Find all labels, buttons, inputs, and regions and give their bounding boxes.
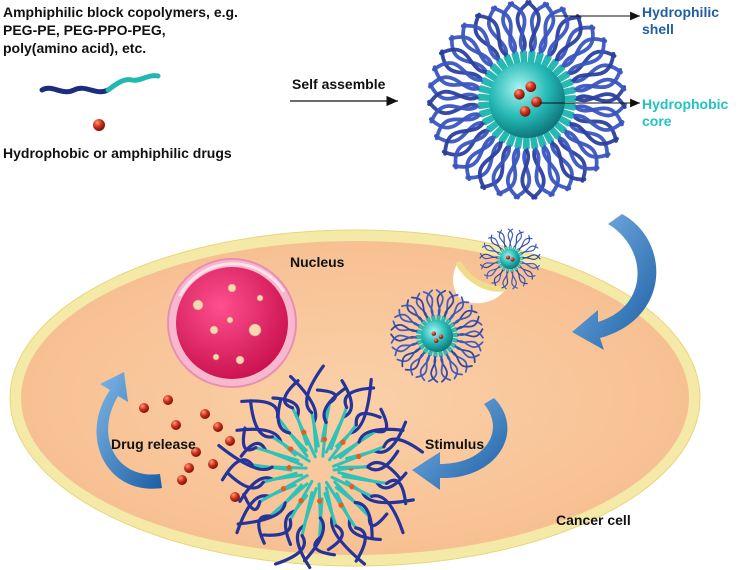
copolymer-label: Amphiphilic block copolymers, e.g. PEG-P… [3,3,238,57]
drugs-label: Hydrophobic or amphiphilic drugs [3,145,232,161]
release-arrow [96,372,162,489]
self-assemble-label: Self assemble [292,76,386,92]
nucleus-icon [167,258,297,388]
stimulus-arrow [412,398,508,490]
nucleus-label: Nucleus [290,254,345,270]
copolymer-label-line: poly(amino acid), etc. [3,40,147,56]
micelle-in-cell [390,289,484,383]
cycle-arrow-icon [572,214,657,350]
dissociating-micelle [217,364,425,570]
stimulus-label: Stimulus [425,436,485,452]
drug-release-label: Drug release [111,436,196,452]
hydrophilic-shell-line: Hydrophilic [642,4,720,20]
hydrophobic-core-label: Hydrophobic core [642,96,728,130]
copolymer-chain-icon [39,73,161,95]
released-drugs [139,395,240,502]
micelle-endocytosis [479,228,541,290]
copolymer-label-line: PEG-PE, PEG-PPO-PEG, [3,22,166,38]
hydrophobic-core-line: core [642,113,672,129]
copolymer-label-line: Amphiphilic block copolymers, e.g. [3,4,238,20]
hydrophobic-core-line: Hydrophobic [642,96,729,112]
membrane-invagination [453,260,507,304]
cancer-cell-label: Cancer cell [556,512,631,528]
drug-sphere-icon [93,119,105,131]
hydrophilic-shell-line: shell [642,21,674,37]
hydrophilic-shell-label: Hydrophilic shell [642,4,719,38]
micelle-icon [427,0,627,200]
